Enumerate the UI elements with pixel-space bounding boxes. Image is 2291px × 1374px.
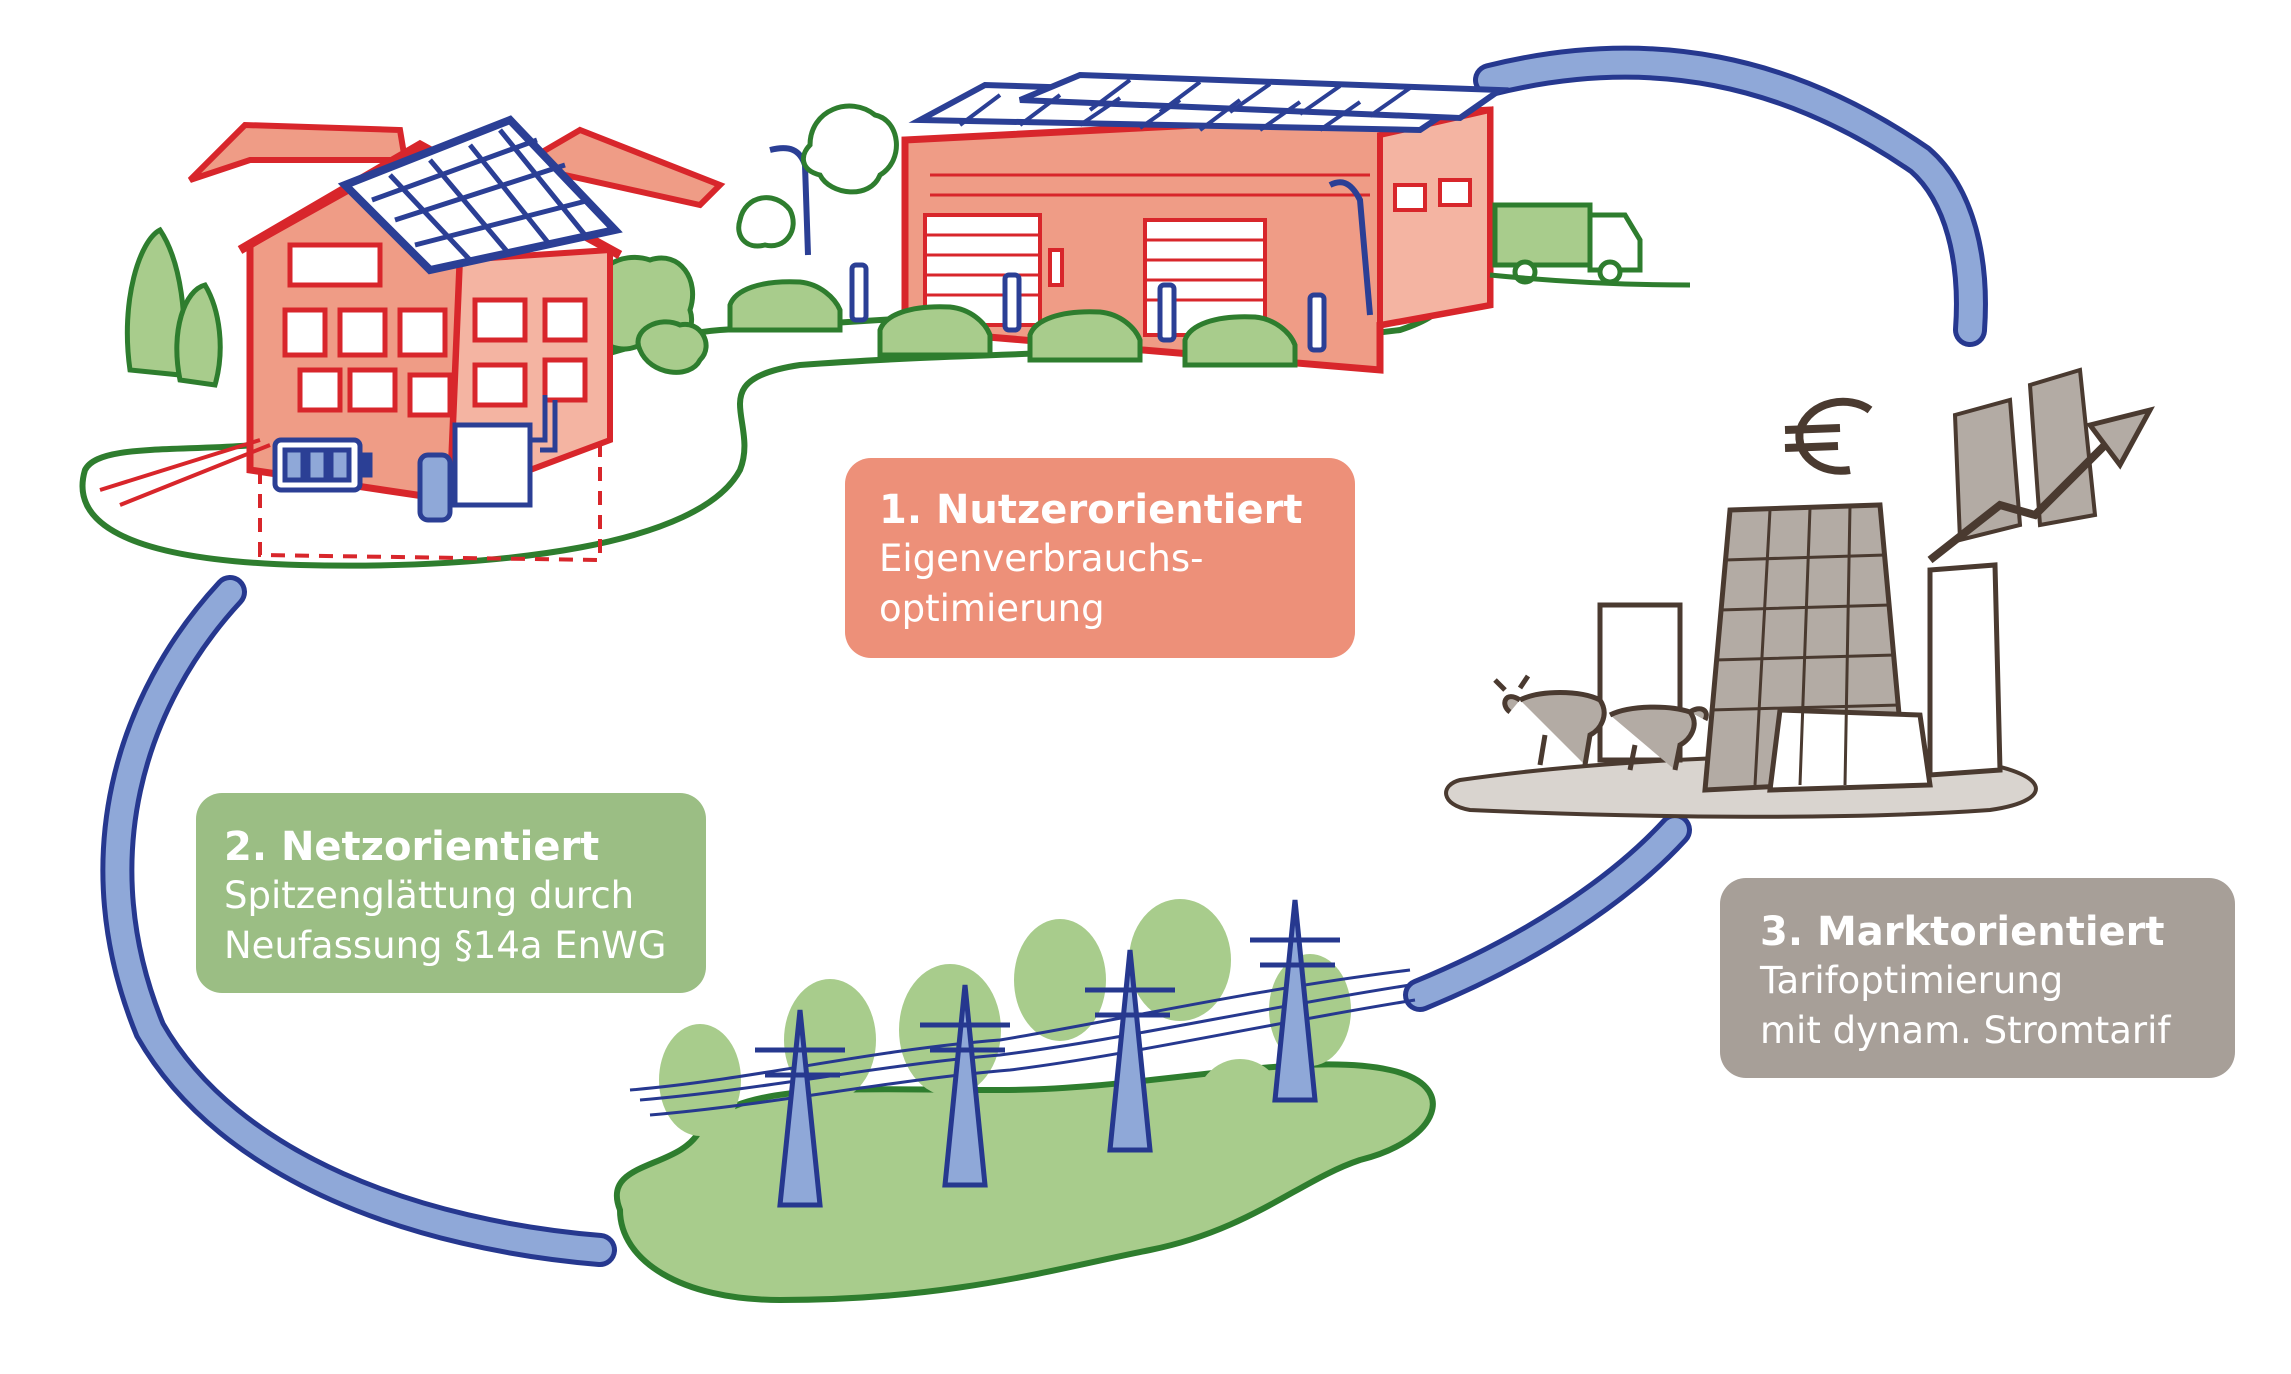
road-line — [1489, 272, 1691, 288]
card-line: mit dynam. Stromtarif — [1760, 1009, 2171, 1052]
warehouse-icon — [901, 106, 1494, 374]
office-tower-icon — [1597, 502, 2003, 793]
card-title: 2. Netzorientiert — [224, 824, 600, 870]
cycle-loop — [100, 45, 1988, 1267]
car-parking-row — [727, 262, 1327, 368]
card-line: Eigenverbrauchs- — [879, 537, 1204, 580]
loop-arc-bottom-right — [1403, 813, 1692, 1012]
power-grid-scene — [614, 899, 1436, 1304]
power-lines — [629, 968, 1416, 1117]
heat-pump-icon — [417, 395, 558, 523]
roof-outline-back — [187, 121, 726, 209]
battery-icon — [272, 437, 373, 493]
card-market-oriented: 3. Marktorientiert Tarifoptimierung mit … — [1720, 878, 2235, 1078]
card-line: Spitzenglättung durch — [224, 874, 635, 917]
loop-arc-left — [100, 575, 617, 1267]
loop-arc-top-right — [1473, 45, 1988, 347]
residential-commercial-scene — [79, 71, 1691, 569]
solar-panel-icon — [908, 71, 1510, 134]
truck-icon — [1492, 202, 1643, 285]
card-line: optimierung — [879, 587, 1105, 630]
card-title: 1. Nutzerorientiert — [879, 487, 1303, 533]
card-grid-oriented: 2. Netzorientiert Spitzenglättung durch … — [196, 793, 706, 993]
euro-icon — [1784, 397, 1873, 475]
charging-station-icon — [849, 262, 1327, 353]
card-line: Neufassung §14a EnWG — [224, 924, 667, 967]
power-pylon-icon — [755, 899, 1340, 1208]
bull-icon — [1493, 674, 1607, 766]
trend-arrow-icon — [1927, 367, 2155, 564]
market-scene — [1444, 367, 2155, 819]
bear-icon — [1608, 704, 1709, 771]
solar-panel-icon — [337, 115, 623, 275]
electric-car-icon — [727, 279, 1298, 368]
card-user-oriented: 1. Nutzerorientiert Eigenverbrauchs- opt… — [845, 458, 1355, 658]
card-line: Tarifoptimierung — [1760, 959, 2064, 1002]
tree-icon — [124, 226, 709, 388]
card-title: 3. Marktorientiert — [1760, 909, 2165, 955]
tree-icon — [736, 103, 899, 249]
